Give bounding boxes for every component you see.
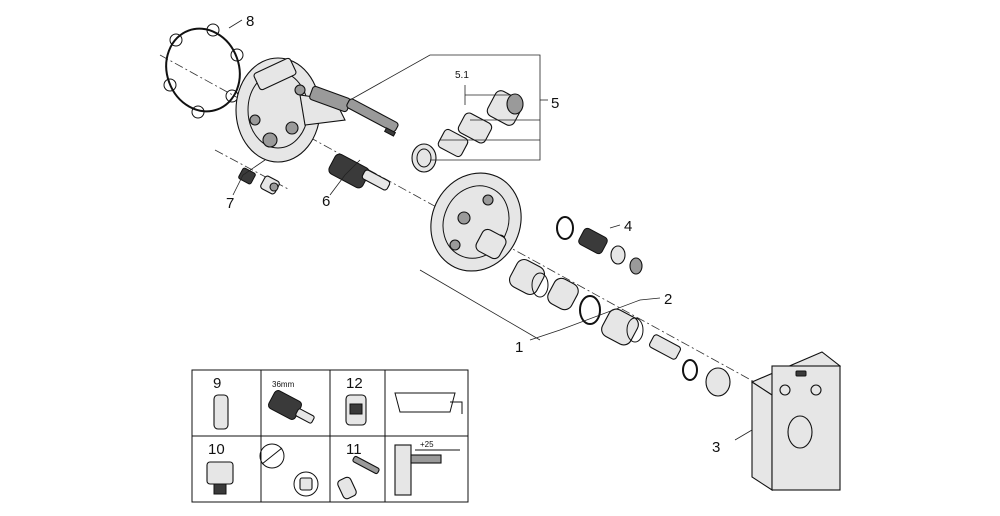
dimension-label-25: +25: [420, 440, 434, 449]
callout-3: 3: [712, 439, 720, 456]
part-8-seal-ring: [163, 23, 244, 119]
part-4-group: [556, 216, 643, 275]
callout-5: 5: [551, 95, 559, 112]
pin-image: [352, 455, 380, 475]
part-6-cartridge: [328, 153, 391, 191]
callout-8: 8: [246, 13, 254, 30]
valve-body: [235, 57, 351, 163]
accessories-table: 9 10 12 11 36mm +25: [191, 369, 469, 503]
table-label-10: 10: [208, 441, 225, 458]
table-label-12: 12: [346, 375, 363, 392]
callout-6: 6: [322, 193, 330, 210]
leader-lines: [228, 19, 753, 441]
table-label-11: 11: [346, 441, 362, 458]
part-3-faceplate: [750, 351, 842, 492]
symbol-bottom-image: [293, 471, 319, 497]
mounting-plate: [430, 172, 522, 272]
callout-labels: 8 5.1 5 7 6 4 2 1 3: [226, 13, 720, 456]
callout-4: 4: [624, 218, 632, 235]
part-7-fittings: [238, 167, 280, 195]
callout-7: 7: [226, 195, 234, 212]
bathtub-image: [394, 392, 456, 413]
callout-2: 2: [664, 291, 672, 308]
callout-5-1: 5.1: [455, 70, 469, 81]
installation-drawing: [394, 444, 412, 496]
callout-1: 1: [515, 339, 523, 356]
table-label-9: 9: [213, 375, 221, 392]
symbol-top-image: [259, 443, 285, 469]
part-2-group: [508, 258, 731, 397]
sleeve-image: [337, 476, 357, 500]
connector-image: [206, 461, 234, 485]
size-label-36mm: 36mm: [272, 380, 295, 389]
part-5-assembly: [346, 90, 524, 173]
extension-tube-image: [213, 394, 229, 430]
